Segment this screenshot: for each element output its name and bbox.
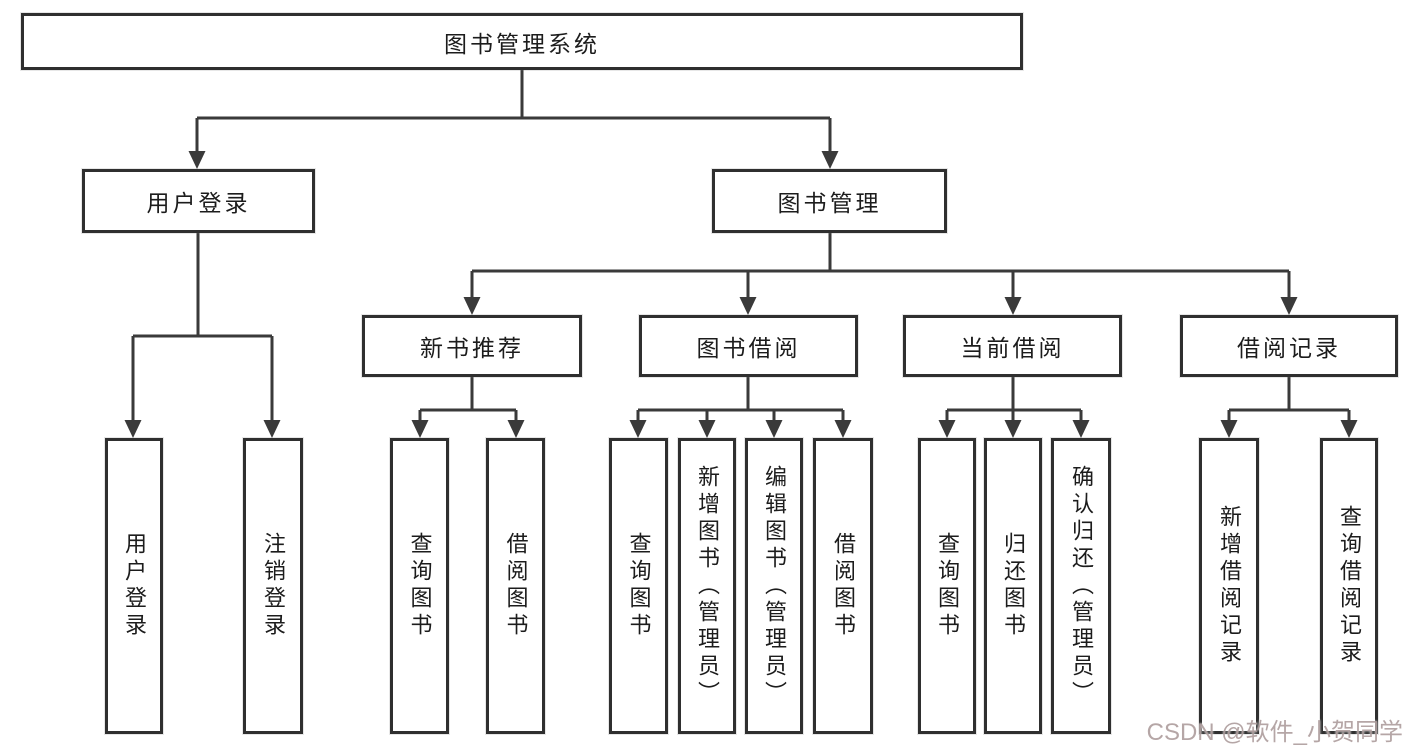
node-leaf-query-books-recommend-label: 查询图书 (407, 532, 433, 640)
node-leaf-query-borrow-record: 查询借阅记录 (1320, 438, 1378, 734)
node-user-login-label: 用户登录 (146, 190, 251, 216)
connector-new-book-recommend-to-leaves (411, 377, 525, 438)
node-leaf-borrow-books-recommend: 借阅图书 (486, 438, 545, 734)
node-leaf-query-books-borrow-label: 查询图书 (626, 532, 652, 640)
node-leaf-user-login: 用户登录 (105, 438, 163, 734)
node-current-borrow: 当前借阅 (903, 315, 1122, 377)
node-leaf-query-books-recommend: 查询图书 (390, 438, 449, 734)
node-leaf-query-books-borrow: 查询图书 (609, 438, 668, 734)
node-book-borrow: 图书借阅 (639, 315, 858, 377)
node-leaf-add-books-admin-label: 新增图书（管理员） (695, 464, 720, 708)
node-borrow-records-label: 借阅记录 (1237, 335, 1341, 361)
node-leaf-borrow-books-label: 借阅图书 (831, 532, 856, 640)
node-leaf-edit-books-admin-label: 编辑图书（管理员） (762, 464, 787, 708)
node-root: 图书管理系统 (21, 13, 1023, 70)
node-leaf-add-books-admin: 新增图书（管理员） (678, 438, 736, 734)
node-leaf-logout: 注销登录 (243, 438, 303, 734)
node-leaf-confirm-return-admin-label: 确认归还（管理员） (1069, 464, 1094, 708)
node-leaf-return-books-label: 归还图书 (1001, 532, 1026, 640)
node-new-book-recommend: 新书推荐 (362, 315, 582, 377)
node-leaf-return-books: 归还图书 (984, 438, 1042, 734)
node-leaf-confirm-return-admin: 确认归还（管理员） (1051, 438, 1111, 734)
node-leaf-query-borrow-record-label: 查询借阅记录 (1337, 505, 1362, 667)
node-leaf-logout-label: 注销登录 (261, 532, 286, 640)
node-leaf-query-books-current: 查询图书 (918, 438, 976, 734)
node-book-management: 图书管理 (712, 169, 947, 233)
csdn-watermark: CSDN @软件_小贺同学 (1146, 719, 1403, 746)
connector-root-to-level2 (188, 70, 839, 169)
node-leaf-query-books-current-label: 查询图书 (935, 532, 960, 640)
node-current-borrow-label: 当前借阅 (960, 335, 1065, 361)
connector-book-borrow-to-leaves (629, 377, 852, 438)
node-leaf-add-borrow-record-label: 新增借阅记录 (1217, 505, 1242, 667)
node-borrow-records: 借阅记录 (1180, 315, 1398, 377)
node-root-label: 图书管理系统 (444, 30, 600, 57)
node-leaf-edit-books-admin: 编辑图书（管理员） (745, 438, 803, 734)
node-user-login: 用户登录 (82, 169, 315, 233)
node-book-borrow-label: 图书借阅 (696, 335, 801, 361)
node-book-management-label: 图书管理 (777, 190, 882, 216)
connector-book-management-to-level3 (463, 233, 1298, 315)
node-leaf-borrow-books-recommend-label: 借阅图书 (503, 532, 529, 640)
node-new-book-recommend-label: 新书推荐 (420, 335, 524, 361)
node-leaf-borrow-books: 借阅图书 (813, 438, 873, 734)
node-leaf-add-borrow-record: 新增借阅记录 (1199, 438, 1259, 734)
connector-borrow-records-to-leaves (1220, 377, 1358, 438)
connector-user-login-to-leaves (124, 233, 281, 438)
node-leaf-user-login-label: 用户登录 (122, 532, 147, 640)
connector-current-borrow-to-leaves (938, 377, 1090, 438)
